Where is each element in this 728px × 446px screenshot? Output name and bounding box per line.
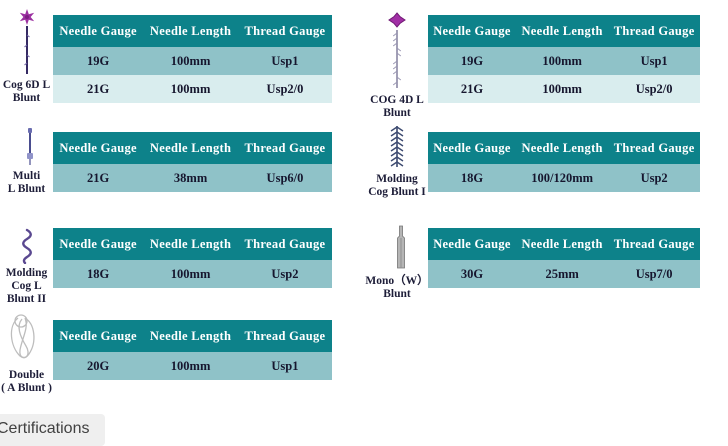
cell-needle-length: 100mm — [516, 75, 609, 103]
cell-needle-gauge: 18G — [428, 164, 516, 192]
product-group-molding-cog-1: Molding Cog Blunt I Needle Gauge Needle … — [366, 126, 700, 199]
table-row: 21G 38mm Usp6/0 — [53, 164, 332, 192]
product-group-molding-cog-2: Molding Cog L Blunt II Needle Gauge Need… — [0, 228, 332, 306]
spec-table: Needle Gauge Needle Length Thread Gauge … — [53, 320, 332, 380]
product-label: COG 4D L Blunt — [370, 94, 424, 119]
product-group-cog-4d: COG 4D L Blunt Needle Gauge Needle Lengt… — [366, 12, 700, 120]
cell-needle-gauge: 19G — [53, 47, 144, 75]
table-row: 20G 100mm Usp1 — [53, 352, 332, 380]
spec-table: Needle Gauge Needle Length Thread Gauge … — [53, 228, 332, 288]
col-header-needle-length: Needle Length — [516, 228, 609, 260]
table-row: 19G 100mm Usp1 — [428, 47, 700, 75]
molding-cog-2-icon — [21, 228, 32, 264]
cell-thread-gauge: Usp2/0 — [237, 75, 332, 103]
cell-needle-length: 100mm — [143, 260, 238, 288]
cell-needle-length: 100mm — [143, 352, 238, 380]
col-header-thread-gauge: Thread Gauge — [608, 132, 700, 164]
cell-needle-length: 100/120mm — [516, 164, 609, 192]
cell-needle-length: 100mm — [143, 47, 238, 75]
product-label: Molding Cog Blunt I — [368, 173, 426, 198]
multi-needle-icon — [26, 128, 33, 165]
product-label: Multi L Blunt — [7, 170, 46, 195]
cell-needle-length: 25mm — [516, 260, 609, 288]
product-label: Double ( A Blunt ) — [1, 369, 52, 394]
cell-thread-gauge: Usp1 — [608, 47, 700, 75]
spec-table: Needle Gauge Needle Length Thread Gauge … — [428, 15, 700, 103]
cell-needle-gauge: 19G — [428, 47, 516, 75]
table-row: 30G 25mm Usp7/0 — [428, 260, 700, 288]
col-header-needle-gauge: Needle Gauge — [53, 132, 144, 164]
col-header-needle-length: Needle Length — [516, 132, 609, 164]
cell-thread-gauge: Usp6/0 — [237, 164, 332, 192]
product-label: Mono（W） Blunt — [365, 275, 429, 300]
col-header-needle-gauge: Needle Gauge — [53, 228, 144, 260]
table-row: 18G 100mm Usp2 — [53, 260, 332, 288]
col-header-thread-gauge: Thread Gauge — [237, 15, 332, 47]
certifications-tab[interactable]: Certifications — [0, 414, 106, 446]
table-row: 19G 100mm Usp1 — [53, 47, 332, 75]
molding-cog-1-icon — [390, 126, 404, 167]
product-group-mono-w: Mono（W） Blunt Needle Gauge Needle Length… — [365, 225, 700, 301]
col-header-needle-gauge: Needle Gauge — [428, 228, 516, 260]
cell-thread-gauge: Usp1 — [237, 47, 332, 75]
cog-4d-star-needle-icon — [388, 12, 406, 88]
cell-needle-gauge: 18G — [53, 260, 144, 288]
double-thread-loop-icon — [10, 314, 35, 359]
col-header-needle-gauge: Needle Gauge — [428, 15, 516, 47]
col-header-needle-gauge: Needle Gauge — [53, 320, 144, 352]
cell-thread-gauge: Usp2 — [237, 260, 332, 288]
cell-thread-gauge: Usp2 — [608, 164, 700, 192]
cell-needle-gauge: 20G — [53, 352, 144, 380]
page: { "columns": ["Needle Gauge", "Needle Le… — [0, 9, 700, 446]
col-header-thread-gauge: Thread Gauge — [237, 320, 332, 352]
col-header-needle-length: Needle Length — [143, 132, 238, 164]
cell-needle-gauge: 21G — [53, 75, 144, 103]
col-header-thread-gauge: Thread Gauge — [608, 228, 700, 260]
cell-needle-length: 100mm — [143, 75, 238, 103]
product-group-double: Double ( A Blunt ) Needle Gauge Needle L… — [0, 314, 332, 395]
cell-needle-length: 100mm — [516, 47, 609, 75]
col-header-needle-gauge: Needle Gauge — [53, 15, 144, 47]
certifications-label: Certifications — [0, 420, 90, 437]
spec-table: Needle Gauge Needle Length Thread Gauge … — [428, 132, 700, 192]
table-row: 18G 100/120mm Usp2 — [428, 164, 700, 192]
col-header-thread-gauge: Thread Gauge — [608, 15, 700, 47]
spec-table: Needle Gauge Needle Length Thread Gauge … — [53, 132, 332, 192]
product-group-cog-6d: Cog 6D L Blunt Needle Gauge Needle Lengt… — [0, 9, 332, 105]
cell-thread-gauge: Usp1 — [237, 352, 332, 380]
col-header-thread-gauge: Thread Gauge — [237, 228, 332, 260]
spec-table: Needle Gauge Needle Length Thread Gauge … — [53, 15, 332, 103]
cell-needle-gauge: 21G — [428, 75, 516, 103]
table-row: 21G 100mm Usp2/0 — [428, 75, 700, 103]
cell-needle-gauge: 30G — [428, 260, 516, 288]
col-header-needle-gauge: Needle Gauge — [428, 132, 516, 164]
col-header-thread-gauge: Thread Gauge — [237, 132, 332, 164]
spec-table: Needle Gauge Needle Length Thread Gauge … — [428, 228, 700, 288]
product-label: Molding Cog L Blunt II — [5, 267, 48, 305]
cog-6d-star-needle-icon — [19, 9, 34, 74]
mono-needle-icon — [397, 225, 405, 269]
product-group-multi: Multi L Blunt Needle Gauge Needle Length… — [0, 128, 332, 196]
col-header-needle-length: Needle Length — [143, 228, 238, 260]
product-label: Cog 6D L Blunt — [2, 79, 51, 104]
table-row: 21G 100mm Usp2/0 — [53, 75, 332, 103]
cell-thread-gauge: Usp7/0 — [608, 260, 700, 288]
col-header-needle-length: Needle Length — [143, 15, 238, 47]
col-header-needle-length: Needle Length — [143, 320, 238, 352]
col-header-needle-length: Needle Length — [516, 15, 609, 47]
cell-needle-length: 38mm — [143, 164, 238, 192]
cell-needle-gauge: 21G — [53, 164, 144, 192]
cell-thread-gauge: Usp2/0 — [608, 75, 700, 103]
